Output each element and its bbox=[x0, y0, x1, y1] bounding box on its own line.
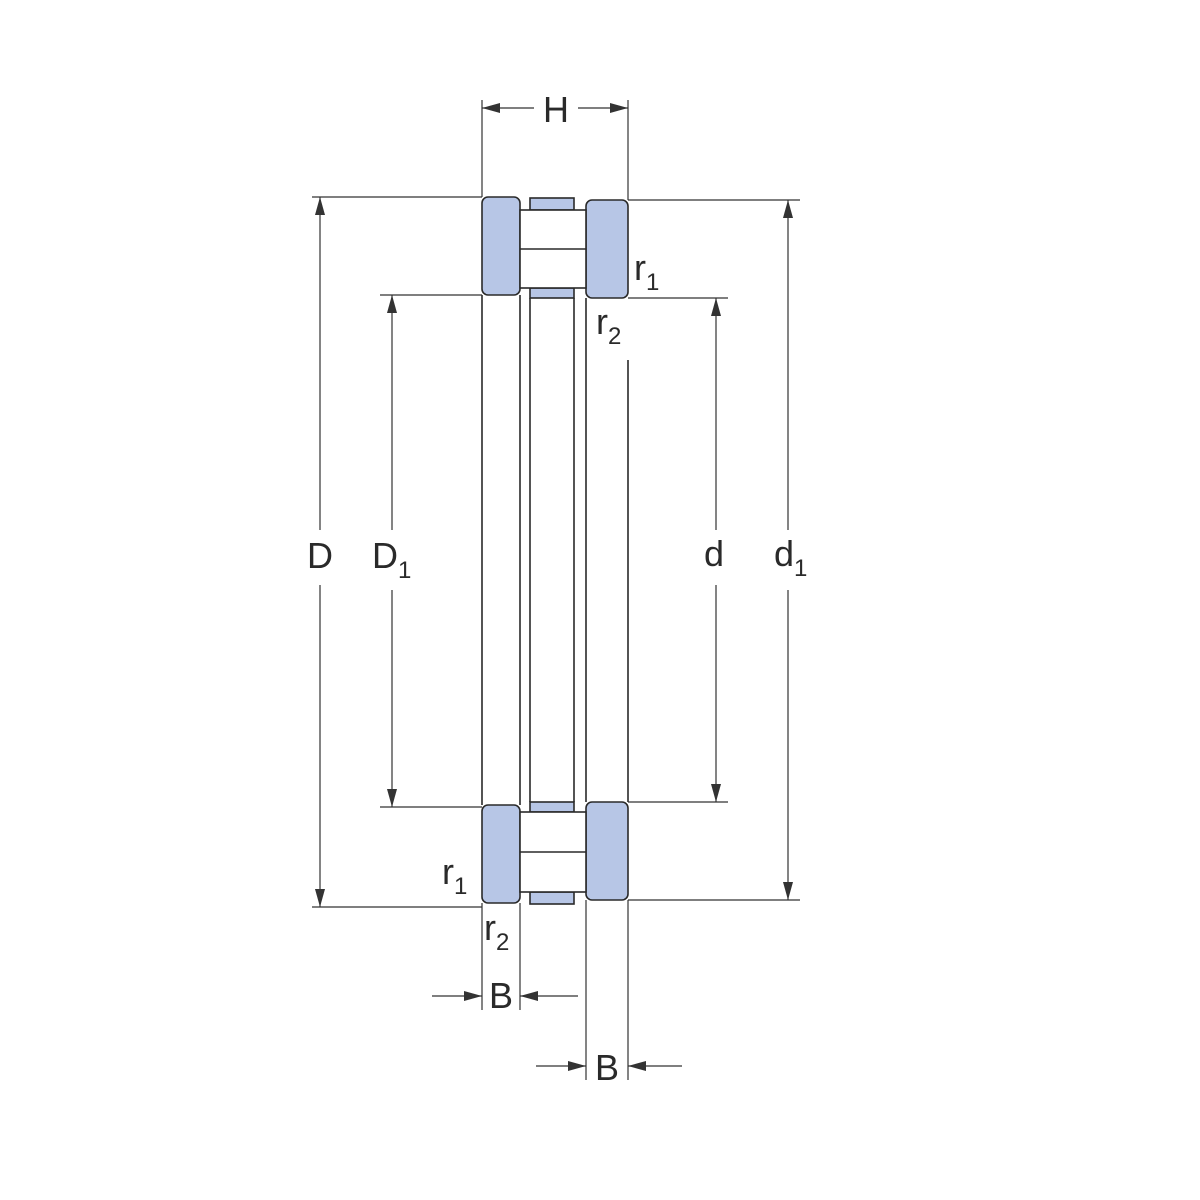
shaft-washer-top bbox=[481, 196, 521, 296]
cage-tab-bottom bbox=[529, 891, 575, 905]
shaft-washer-bottom bbox=[481, 804, 521, 904]
label-r1-top: r1 bbox=[634, 247, 659, 296]
housing-washer-bottom bbox=[585, 801, 629, 901]
cage-tab-bottom-inner bbox=[529, 801, 575, 813]
label-r1-bottom: r1 bbox=[442, 851, 467, 900]
cage-tab-top-inner bbox=[529, 287, 575, 299]
cage-tab-top bbox=[529, 197, 575, 211]
label-B-housing: B bbox=[595, 1047, 619, 1088]
label-H: H bbox=[543, 89, 569, 130]
cage bbox=[529, 197, 575, 905]
label-D1: D1 bbox=[372, 535, 411, 584]
label-D: D bbox=[307, 535, 333, 576]
bearing-body-edges bbox=[481, 295, 629, 805]
label-r2-bottom: r2 bbox=[484, 907, 509, 956]
housing-washer-top bbox=[585, 199, 629, 299]
label-r2-top: r2 bbox=[596, 301, 621, 350]
rollers bbox=[519, 209, 587, 893]
dimension-lines bbox=[315, 103, 793, 1071]
label-d1: d1 bbox=[774, 533, 807, 582]
extension-lines bbox=[312, 100, 800, 1080]
label-d: d bbox=[704, 533, 724, 574]
washers bbox=[481, 196, 629, 904]
label-B-shaft: B bbox=[489, 975, 513, 1016]
dimension-labels: H D D1 d d1 B B r1 r2 r1 r2 bbox=[307, 89, 807, 1088]
